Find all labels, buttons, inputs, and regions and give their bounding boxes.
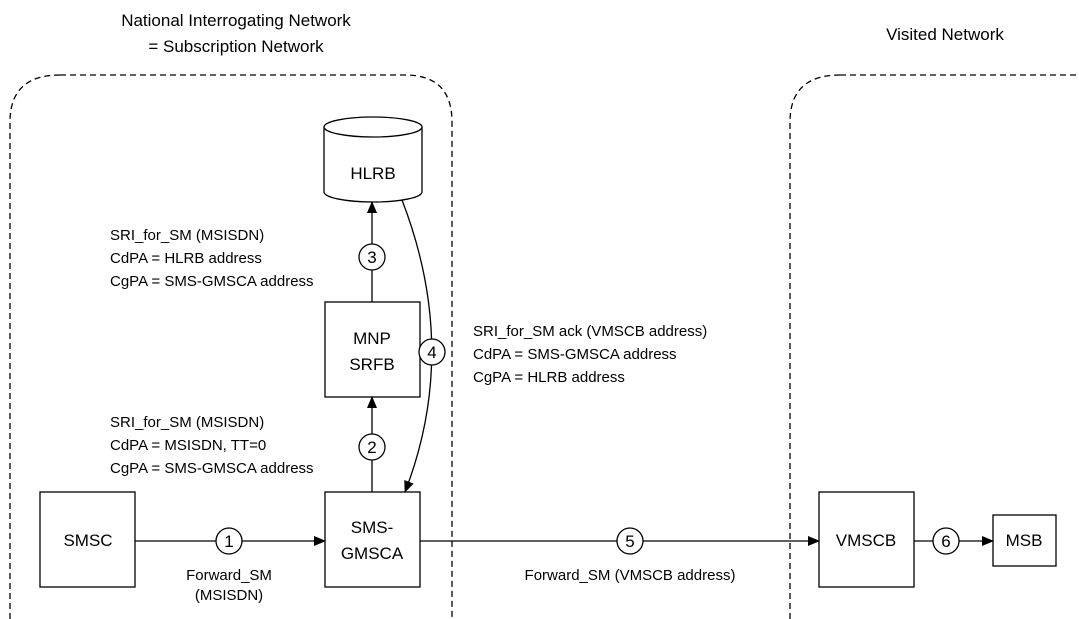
svg-text:SRI_for_SM (MSISDN): SRI_for_SM (MSISDN) [110,227,264,244]
msg-sri-to-hlr: SRI_for_SM (MSISDN) CdPA = HLRB address … [110,227,314,290]
visited-network-title: Visited Network [886,25,1004,44]
home-network-boundary [9,74,453,619]
gmsc-label-line2: GMSCA [341,544,404,563]
svg-text:CgPA = SMS-GMSCA address: CgPA = SMS-GMSCA address [110,273,314,290]
svg-text:1: 1 [224,532,233,551]
step-3-marker: 3 [358,243,386,271]
step-2-marker: 2 [358,433,386,461]
svg-text:SRI_for_SM ack (VMSCB address): SRI_for_SM ack (VMSCB address) [473,323,707,340]
svg-text:(MSISDN): (MSISDN) [195,587,263,604]
msb-node: MSB [992,514,1057,567]
home-network-subtitle: = Subscription Network [148,37,324,56]
svg-text:3: 3 [367,248,376,267]
svg-text:CdPA = MSISDN, TT=0: CdPA = MSISDN, TT=0 [110,437,266,454]
hlrb-database: HLRB [323,116,423,203]
svg-text:CgPA = SMS-GMSCA address: CgPA = SMS-GMSCA address [110,460,314,477]
visited-network-boundary [789,74,1079,619]
vmscb-node: VMSCB [818,491,915,588]
vmscb-label: VMSCB [836,531,896,550]
step-5-marker: 5 [616,527,644,555]
step-6-marker: 6 [932,527,960,555]
svg-text:4: 4 [427,343,436,362]
gmsc-label-line1: SMS- [351,518,394,537]
svg-text:CdPA = SMS-GMSCA address: CdPA = SMS-GMSCA address [473,346,677,363]
smsc-label: SMSC [63,531,112,550]
svg-text:SRI_for_SM (MSISDN): SRI_for_SM (MSISDN) [110,414,264,431]
mnp-srfb-node: MNP SRFB [324,301,421,398]
svg-text:6: 6 [941,532,950,551]
step-1-marker: 1 [215,527,243,555]
svg-text:CgPA = HLRB address: CgPA = HLRB address [473,369,625,386]
msg-forward-sm-5: Forward_SM (VMSCB address) [525,567,736,584]
msg-sri-ack: SRI_for_SM ack (VMSCB address) CdPA = SM… [473,323,707,386]
sms-gmsca-node: SMS- GMSCA [324,491,421,588]
svg-text:CdPA = HLRB address: CdPA = HLRB address [110,250,262,267]
msb-label: MSB [1006,531,1043,550]
svg-text:Forward_SM: Forward_SM [186,567,272,584]
msg-forward-sm-1: Forward_SM (MSISDN) [186,567,272,604]
msg-sri-to-srf: SRI_for_SM (MSISDN) CdPA = MSISDN, TT=0 … [110,414,314,477]
step-4-marker: 4 [418,338,446,366]
smsc-node: SMSC [39,491,136,588]
mnp-label: MNP [353,329,391,348]
svg-text:5: 5 [625,532,634,551]
hlrb-label: HLRB [350,164,395,183]
srfb-label: SRFB [349,355,394,374]
svg-text:2: 2 [367,438,376,457]
home-network-title: National Interrogating Network [121,11,351,30]
